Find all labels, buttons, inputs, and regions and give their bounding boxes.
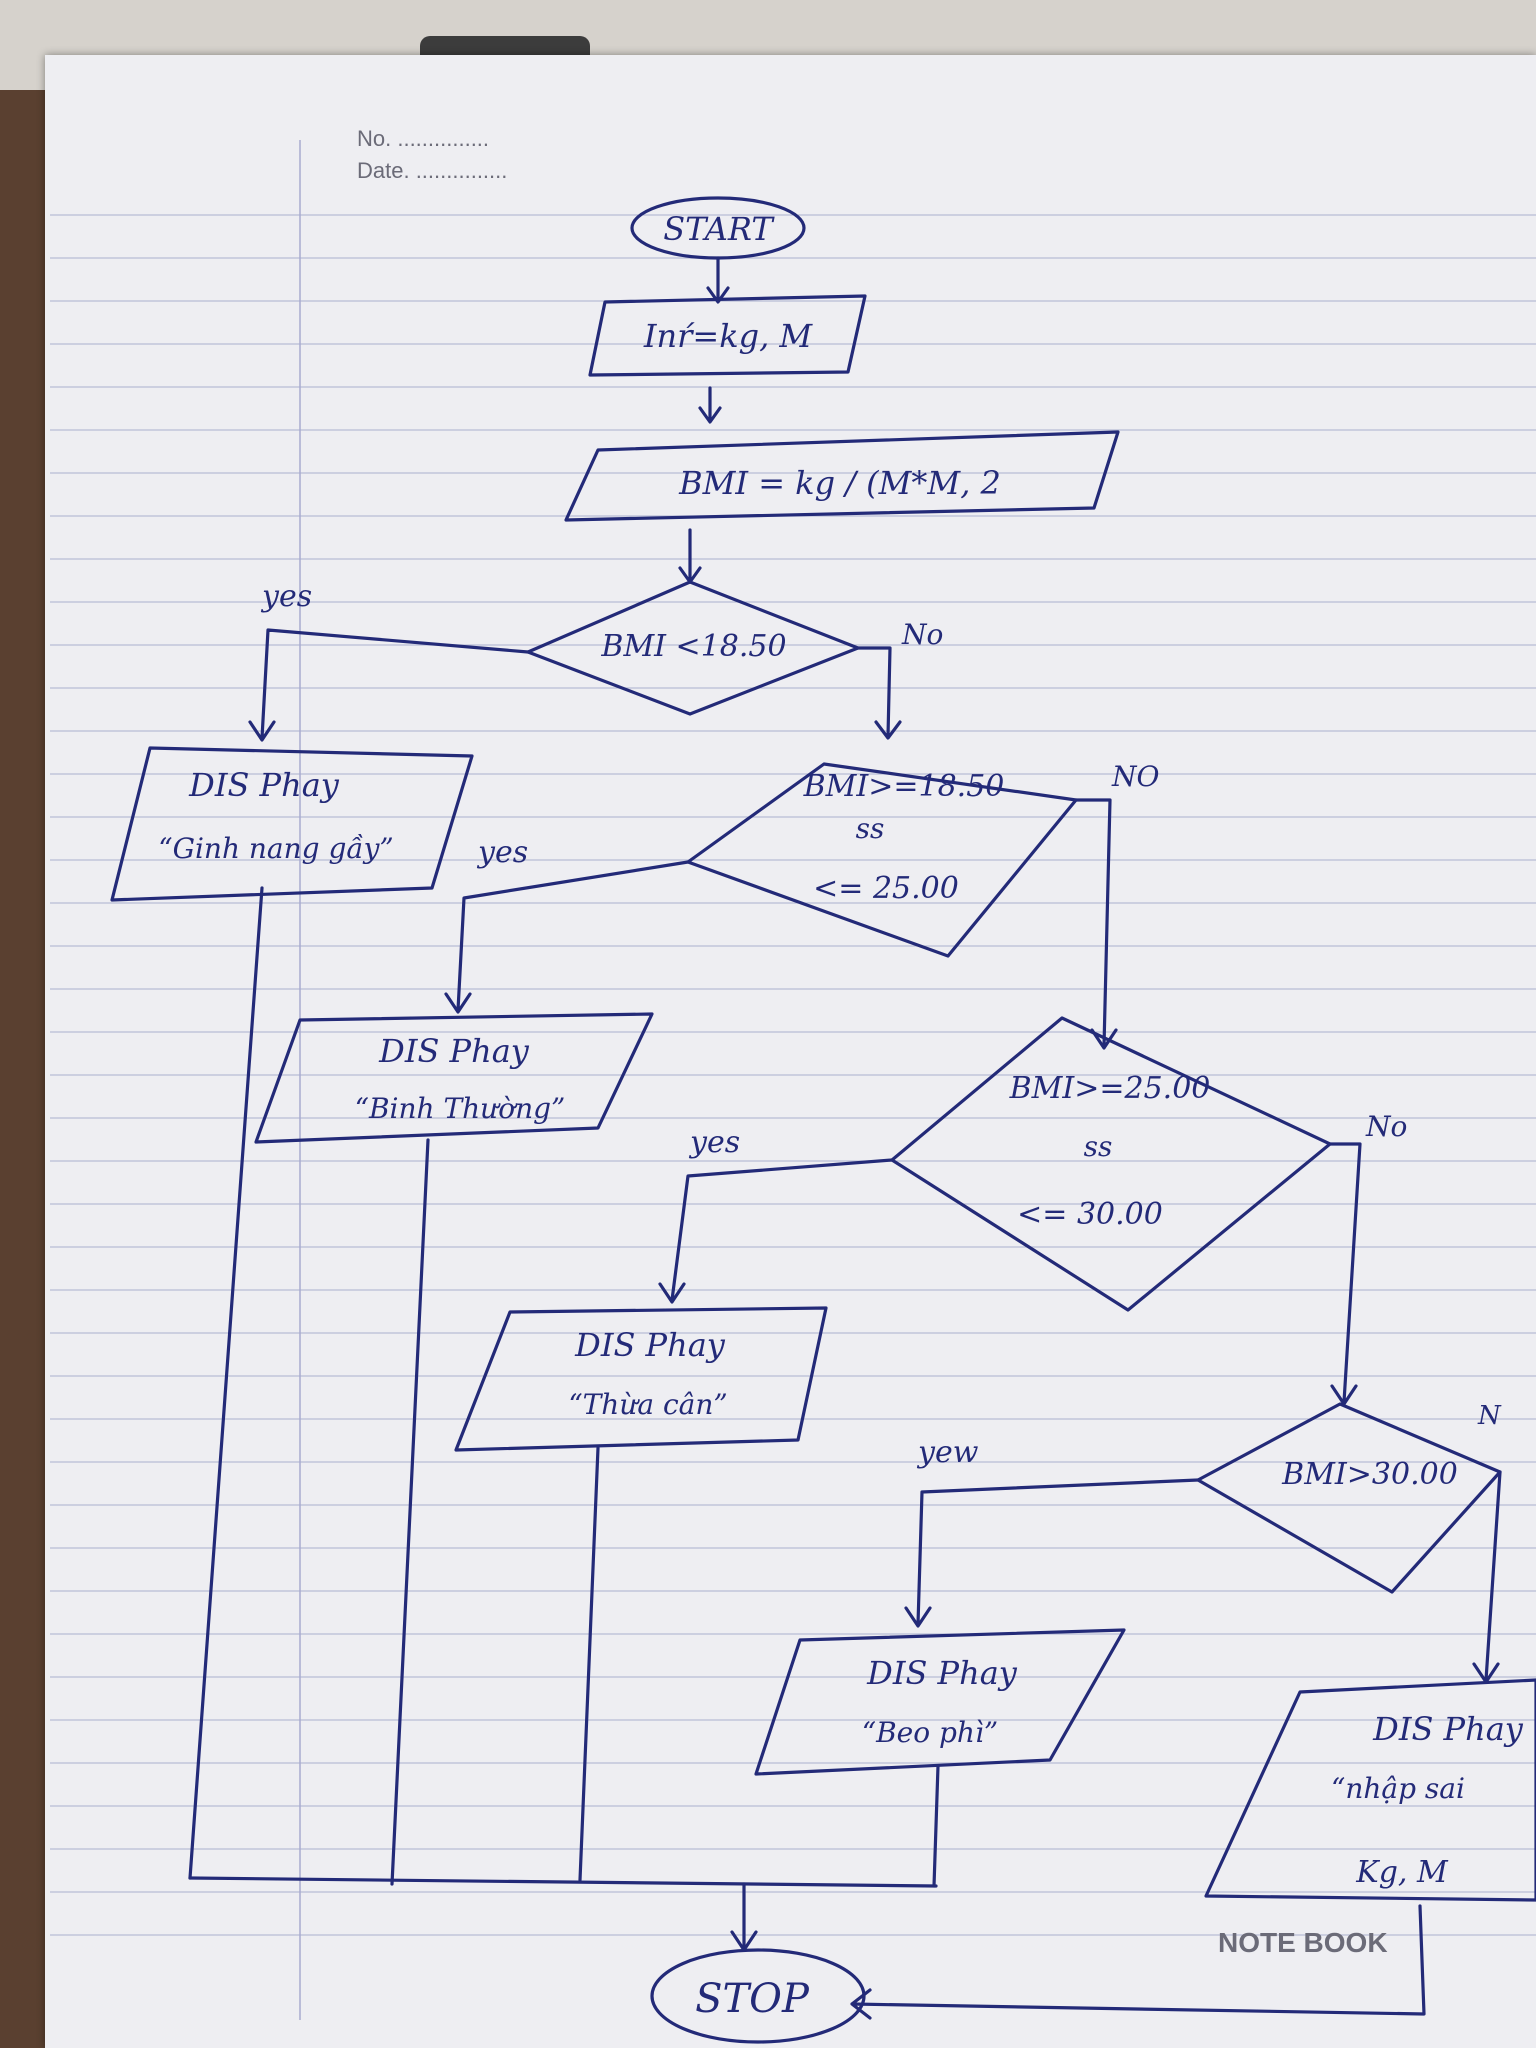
compute-parallelogram <box>564 430 1120 522</box>
compute-label: BMI = kg / (M*M, 2 <box>678 464 1001 502</box>
arrow-compute-to-decision1 <box>678 528 702 584</box>
flow-line-output2-down <box>390 1138 430 1886</box>
arrow-decision3-yes <box>658 1158 894 1304</box>
arrow-input-to-compute <box>698 386 722 424</box>
decision3-line2: ss <box>1084 1130 1113 1163</box>
arrow-decision4-no <box>1472 1470 1502 1684</box>
ruled-lines <box>50 214 1536 1936</box>
decision4-no-label: N <box>1477 1401 1502 1431</box>
output1-line2: “Ginh nang gầy” <box>158 832 393 865</box>
output2-line1: DIS Phay <box>378 1032 530 1070</box>
decision4-yes-label: yew <box>916 1435 979 1470</box>
decision3-line3: <= 30.00 <box>1017 1197 1163 1232</box>
input-label: Inŕ=kg, M <box>643 317 814 355</box>
decision2-line2: ss <box>856 812 885 845</box>
arrow-decision1-no <box>856 646 902 740</box>
decision3-line1: BMI>=25.00 <box>1009 1071 1211 1106</box>
output5-line3: Kg, M <box>1355 1855 1449 1890</box>
decision2-line3: <= 25.00 <box>813 871 959 906</box>
output3-line2: “Thừa cân” <box>568 1388 727 1421</box>
output5-line2: “nhập sai <box>1331 1772 1465 1805</box>
decision2-yes-label: yes <box>476 835 528 870</box>
stop-label: STOP <box>695 1976 810 2022</box>
arrow-output5-to-stop <box>850 1904 1426 2020</box>
output4-parallelogram <box>754 1628 1126 1776</box>
arrow-start-to-input <box>706 256 730 304</box>
input-parallelogram <box>588 294 867 377</box>
decision3-no-label: No <box>1365 1110 1407 1143</box>
decision4-diamond <box>1196 1402 1502 1594</box>
output4-line2: “Beo phì” <box>862 1716 998 1749</box>
decision3-diamond <box>890 1016 1332 1312</box>
output1-line1: DIS Phay <box>188 766 340 804</box>
arrow-decision2-no <box>1074 798 1118 1050</box>
decision2-no-label: NO <box>1111 760 1160 793</box>
output5-line1: DIS Phay <box>1372 1710 1524 1748</box>
arrow-decision1-yes <box>248 628 530 742</box>
output2-line2: “Binh Thường” <box>355 1092 566 1125</box>
decision1-diamond <box>526 580 860 716</box>
flow-line-output3-down <box>578 1446 600 1882</box>
output1-parallelogram <box>110 746 474 902</box>
stop-terminal <box>650 1948 866 2044</box>
decision1-no-label: No <box>901 618 943 651</box>
output2-parallelogram <box>254 1012 654 1144</box>
decision4-label: BMI>30.00 <box>1281 1457 1458 1492</box>
flow-line-bottom-collector <box>188 1876 938 1888</box>
notebook-number-label: No. ............... <box>357 126 489 151</box>
decision3-yes-label: yes <box>688 1125 740 1160</box>
arrow-decision2-yes <box>444 860 690 1014</box>
decision1-label: BMI <18.50 <box>600 629 786 664</box>
flow-line-output4-down <box>932 1764 940 1888</box>
notebook-brand: NOTE BOOK <box>1218 1927 1388 1958</box>
notebook-date-label: Date. ............... <box>357 158 507 183</box>
output3-line1: DIS Phay <box>574 1326 726 1364</box>
decision2-diamond <box>686 762 1078 958</box>
arrow-collector-to-stop <box>730 1882 758 1952</box>
output3-parallelogram <box>454 1306 828 1452</box>
decision1-yes-label: yes <box>260 579 312 614</box>
arrow-decision3-no <box>1328 1142 1362 1406</box>
start-label: START <box>663 210 775 248</box>
flow-line-output1-down <box>188 886 264 1880</box>
arrow-decision4-yes <box>904 1478 1200 1628</box>
output4-line1: DIS Phay <box>866 1654 1018 1692</box>
decision2-line1: BMI>=18.50 <box>803 769 1005 804</box>
output5-parallelogram <box>1204 1678 1536 1902</box>
